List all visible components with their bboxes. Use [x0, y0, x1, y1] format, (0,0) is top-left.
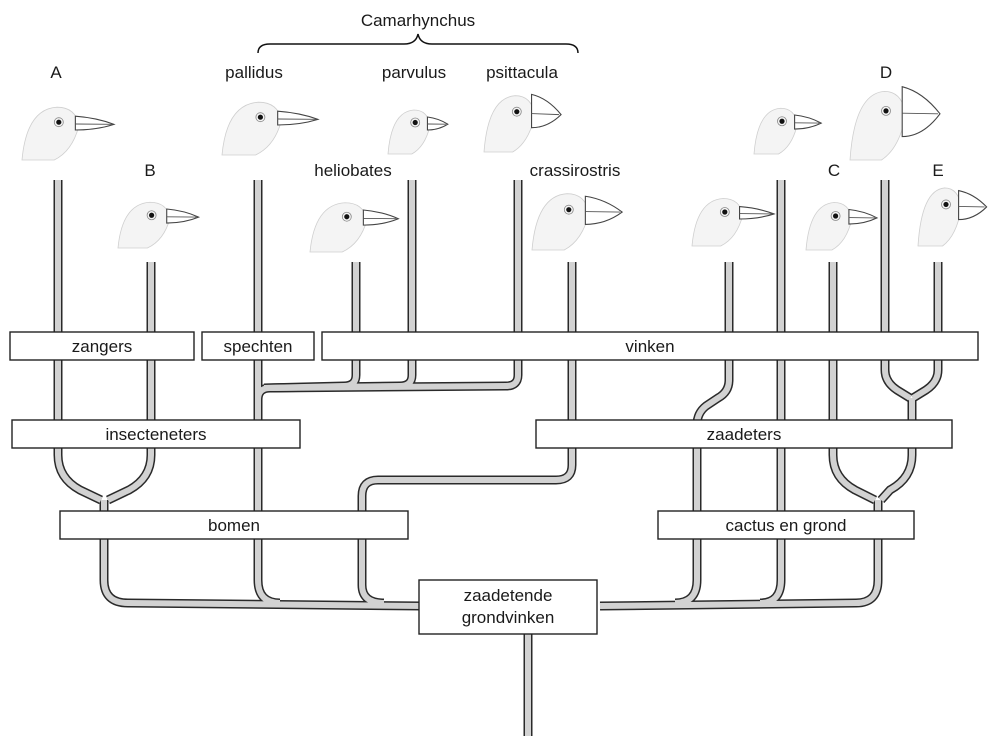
label-spechten: spechten	[224, 337, 293, 356]
label-camarhynchus: Camarhynchus	[361, 11, 475, 30]
box-insecteneters	[11, 419, 301, 449]
bird-parvulus-icon	[387, 109, 449, 155]
box-vinken	[321, 331, 979, 361]
label-psittacula: psittacula	[486, 63, 558, 82]
branch-crassirostris-outline	[253, 180, 523, 401]
branch-D	[882, 180, 912, 401]
branch-pallidus	[255, 180, 281, 606]
label-crassirostris: crassirostris	[530, 161, 621, 180]
label-A: A	[50, 63, 62, 82]
bird-D-icon	[849, 85, 941, 161]
branch-heliobates	[263, 262, 359, 391]
bird-E-icon	[917, 187, 988, 247]
branch-f1	[674, 262, 732, 606]
label-pallidus: pallidus	[225, 63, 283, 82]
bird-crassirostris-icon	[531, 193, 624, 251]
branch-DE	[878, 398, 915, 503]
bird-f1-icon	[691, 198, 776, 247]
label-E: E	[932, 161, 943, 180]
bird-f2-icon	[753, 107, 823, 155]
branch-crassirostris	[255, 180, 521, 401]
bird-pallidus-icon	[221, 101, 320, 156]
tree-branches	[53, 180, 943, 736]
bird-A-icon	[21, 106, 116, 161]
label-parvulus: parvulus	[382, 63, 446, 82]
label-root-line2: grondvinken	[462, 608, 555, 627]
box-spechten	[201, 331, 315, 361]
bird-heliobates-icon	[309, 202, 400, 253]
box-zangers	[9, 331, 195, 361]
label-zaadeters: zaadeters	[707, 425, 782, 444]
branch-B	[106, 262, 154, 503]
branch-AB-bomen	[101, 500, 425, 609]
camarhynchus-bracket	[257, 33, 579, 54]
branch-B-outline	[106, 262, 156, 505]
label-heliobates: heliobates	[314, 161, 392, 180]
label-root-line1: zaadetende	[464, 586, 553, 605]
box-bomen	[59, 510, 409, 540]
bird-C-icon	[805, 202, 879, 251]
branch-D-outline	[880, 180, 913, 402]
branch-heliobates-outline	[263, 262, 361, 393]
box-zaadeters	[535, 419, 953, 449]
label-insecteneters: insecteneters	[105, 425, 206, 444]
label-zangers: zangers	[72, 337, 132, 356]
box-cactus-en-grond	[657, 510, 915, 540]
bird-B-icon	[117, 201, 201, 249]
bird-psittacula-icon	[483, 93, 562, 153]
bird-heads	[21, 85, 988, 253]
branch-C-outline	[828, 262, 878, 505]
label-B: B	[144, 161, 155, 180]
branch-A	[55, 180, 103, 503]
branch-C	[830, 262, 877, 503]
label-cactus-en-grond: cactus en grond	[726, 516, 847, 535]
branch-E	[911, 262, 941, 401]
label-bomen: bomen	[208, 516, 260, 535]
label-D: D	[880, 63, 892, 82]
label-vinken: vinken	[625, 337, 674, 356]
branch-vinken-to-bomen	[359, 262, 575, 606]
box-root	[418, 579, 598, 635]
branch-cactus	[599, 500, 881, 609]
label-C: C	[828, 161, 840, 180]
